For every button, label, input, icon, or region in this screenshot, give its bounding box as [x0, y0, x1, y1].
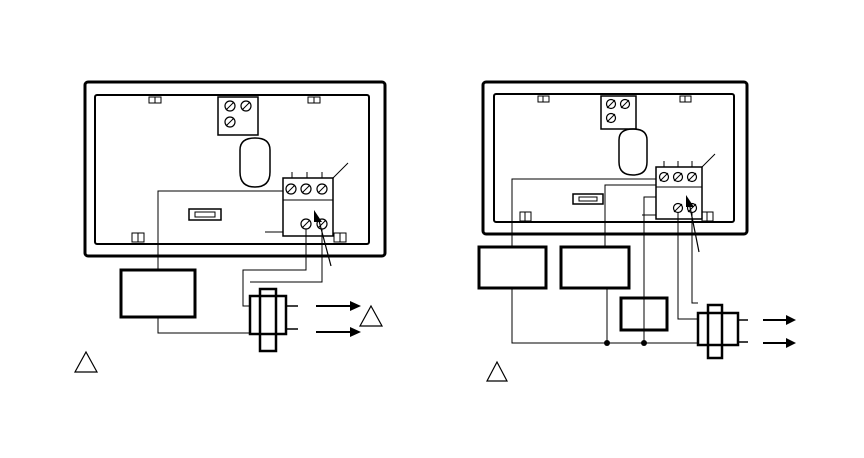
right-junction-dot-2: [641, 340, 647, 346]
right-junction-dot-1: [604, 340, 610, 346]
